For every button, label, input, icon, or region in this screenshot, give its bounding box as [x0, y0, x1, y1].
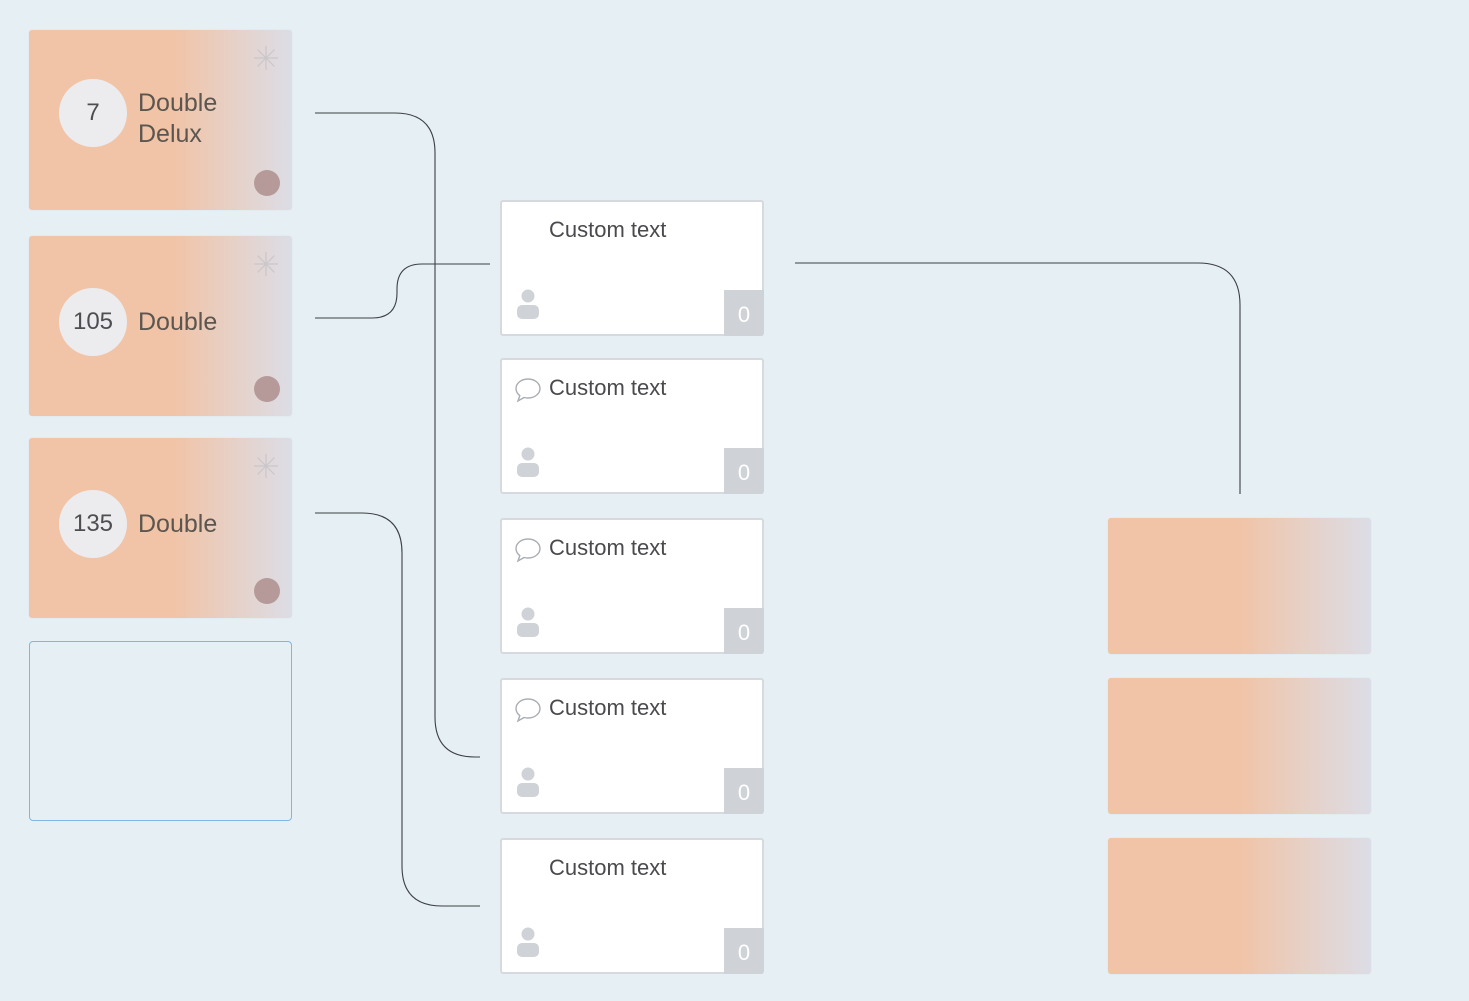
- task-count-badge: 0: [724, 290, 764, 336]
- room-card-135[interactable]: 135 Double: [29, 438, 292, 618]
- task-card-2[interactable]: Custom text 0: [500, 358, 764, 494]
- task-count-badge: 0: [724, 928, 764, 974]
- room-name-line1: Double: [138, 89, 218, 117]
- room-number-badge: 135: [59, 490, 127, 558]
- task-card-3[interactable]: Custom text 0: [500, 518, 764, 654]
- status-dot[interactable]: [254, 578, 280, 604]
- star-icon[interactable]: [252, 44, 280, 72]
- star-icon[interactable]: [252, 250, 280, 278]
- task-card-4[interactable]: Custom text 0: [500, 678, 764, 814]
- comment-icon[interactable]: [514, 376, 542, 404]
- person-icon: [517, 927, 539, 957]
- room-number-badge: 7: [59, 79, 127, 147]
- room-name-line1: Double: [138, 510, 218, 538]
- task-count-badge: 0: [724, 768, 764, 814]
- connector-room135-to-task5: [315, 512, 480, 907]
- room-name: Double: [138, 509, 278, 540]
- room-number-badge: 105: [59, 288, 127, 356]
- connector-task1-to-target: [795, 262, 1241, 494]
- room-name-line1: Double: [138, 308, 218, 336]
- target-card-1[interactable]: [1108, 518, 1371, 654]
- task-card-5[interactable]: Custom text 0: [500, 838, 764, 974]
- task-text: Custom text: [549, 375, 667, 400]
- target-card-3[interactable]: [1108, 838, 1371, 974]
- star-icon[interactable]: [252, 452, 280, 480]
- room-name: Double Delux: [138, 88, 278, 150]
- task-count-badge: 0: [724, 608, 764, 654]
- room-card-105[interactable]: 105 Double: [29, 236, 292, 416]
- task-text: Custom text: [549, 535, 667, 560]
- status-dot[interactable]: [254, 376, 280, 402]
- task-card-1[interactable]: Custom text 0: [500, 200, 764, 336]
- task-text: Custom text: [549, 695, 667, 720]
- person-icon: [517, 447, 539, 477]
- comment-icon[interactable]: [514, 536, 542, 564]
- empty-room-slot[interactable]: [29, 641, 292, 821]
- person-icon: [517, 289, 539, 319]
- task-text: Custom text: [549, 217, 667, 242]
- connector-room7-to-task4: [315, 112, 480, 758]
- status-dot[interactable]: [254, 170, 280, 196]
- room-name: Double: [138, 307, 278, 338]
- comment-icon[interactable]: [514, 696, 542, 724]
- task-count-badge: 0: [724, 448, 764, 494]
- room-card-7[interactable]: 7 Double Delux: [29, 30, 292, 210]
- connector-room105-to-task1: [315, 263, 490, 319]
- person-icon: [517, 607, 539, 637]
- task-text: Custom text: [549, 855, 667, 880]
- target-card-2[interactable]: [1108, 678, 1371, 814]
- room-name-line2: Delux: [138, 120, 202, 148]
- person-icon: [517, 767, 539, 797]
